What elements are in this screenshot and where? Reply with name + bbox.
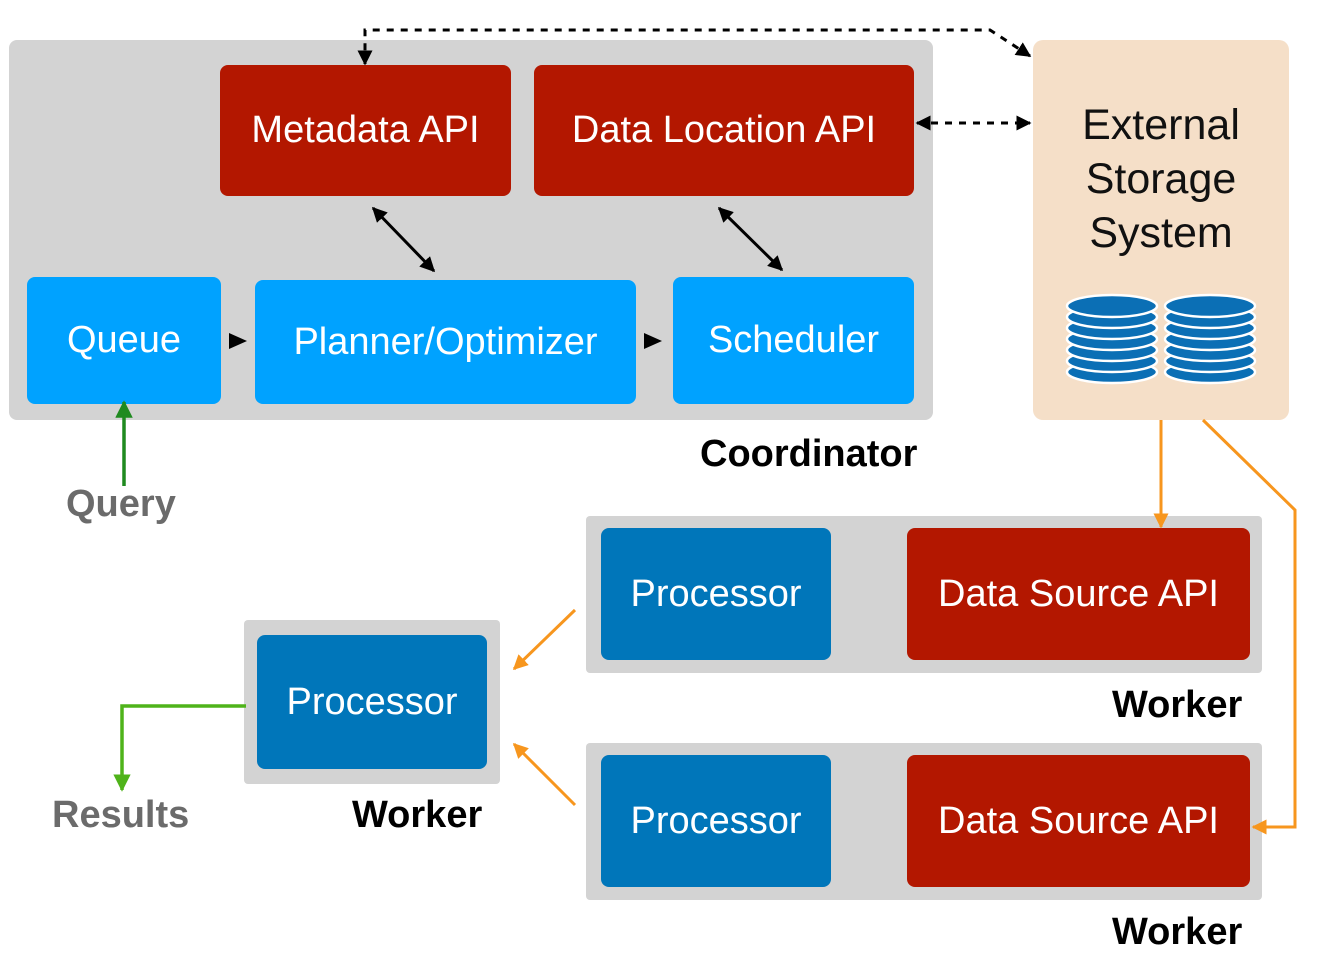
queue-box: Queue bbox=[27, 277, 221, 404]
arrow-processor-to-results bbox=[113, 704, 246, 792]
arrow-datalocation-scheduler bbox=[717, 206, 784, 272]
scheduler-box: Scheduler bbox=[673, 277, 914, 404]
external-storage-label: External Storage System bbox=[1082, 101, 1240, 257]
worker-top-label: Worker bbox=[1112, 684, 1243, 726]
worker-top-processor-box: Processor bbox=[601, 528, 831, 660]
query-label: Query bbox=[66, 483, 176, 525]
worker-left-label: Worker bbox=[352, 794, 483, 836]
data-location-api-box: Data Location API bbox=[534, 65, 914, 196]
worker-top-data-source-api-box: Data Source API bbox=[907, 528, 1250, 660]
worker-bottom-label: Worker bbox=[1112, 911, 1243, 953]
worker-bottom-data-source-api-box: Data Source API bbox=[907, 755, 1250, 887]
database-icon bbox=[1065, 293, 1159, 385]
arrow-bottom-worker-to-left-worker bbox=[512, 742, 577, 807]
worker-bottom-processor-box: Processor bbox=[601, 755, 831, 887]
arrow-queue-to-planner bbox=[229, 333, 247, 349]
arrow-metadata-planner bbox=[371, 206, 436, 273]
results-label: Results bbox=[52, 794, 190, 836]
arrow-storage-to-bottom-worker bbox=[1201, 418, 1297, 835]
metadata-api-box: Metadata API bbox=[220, 65, 511, 196]
coordinator-label: Coordinator bbox=[700, 433, 918, 475]
arrow-top-worker-to-left-worker bbox=[512, 608, 577, 671]
planner-optimizer-box: Planner/Optimizer bbox=[255, 280, 636, 404]
dotted-arrow-storage-metadata bbox=[357, 28, 1032, 66]
arrow-planner-to-scheduler bbox=[644, 333, 662, 349]
worker-left-processor-box: Processor bbox=[257, 635, 487, 769]
database-icon bbox=[1163, 293, 1257, 385]
